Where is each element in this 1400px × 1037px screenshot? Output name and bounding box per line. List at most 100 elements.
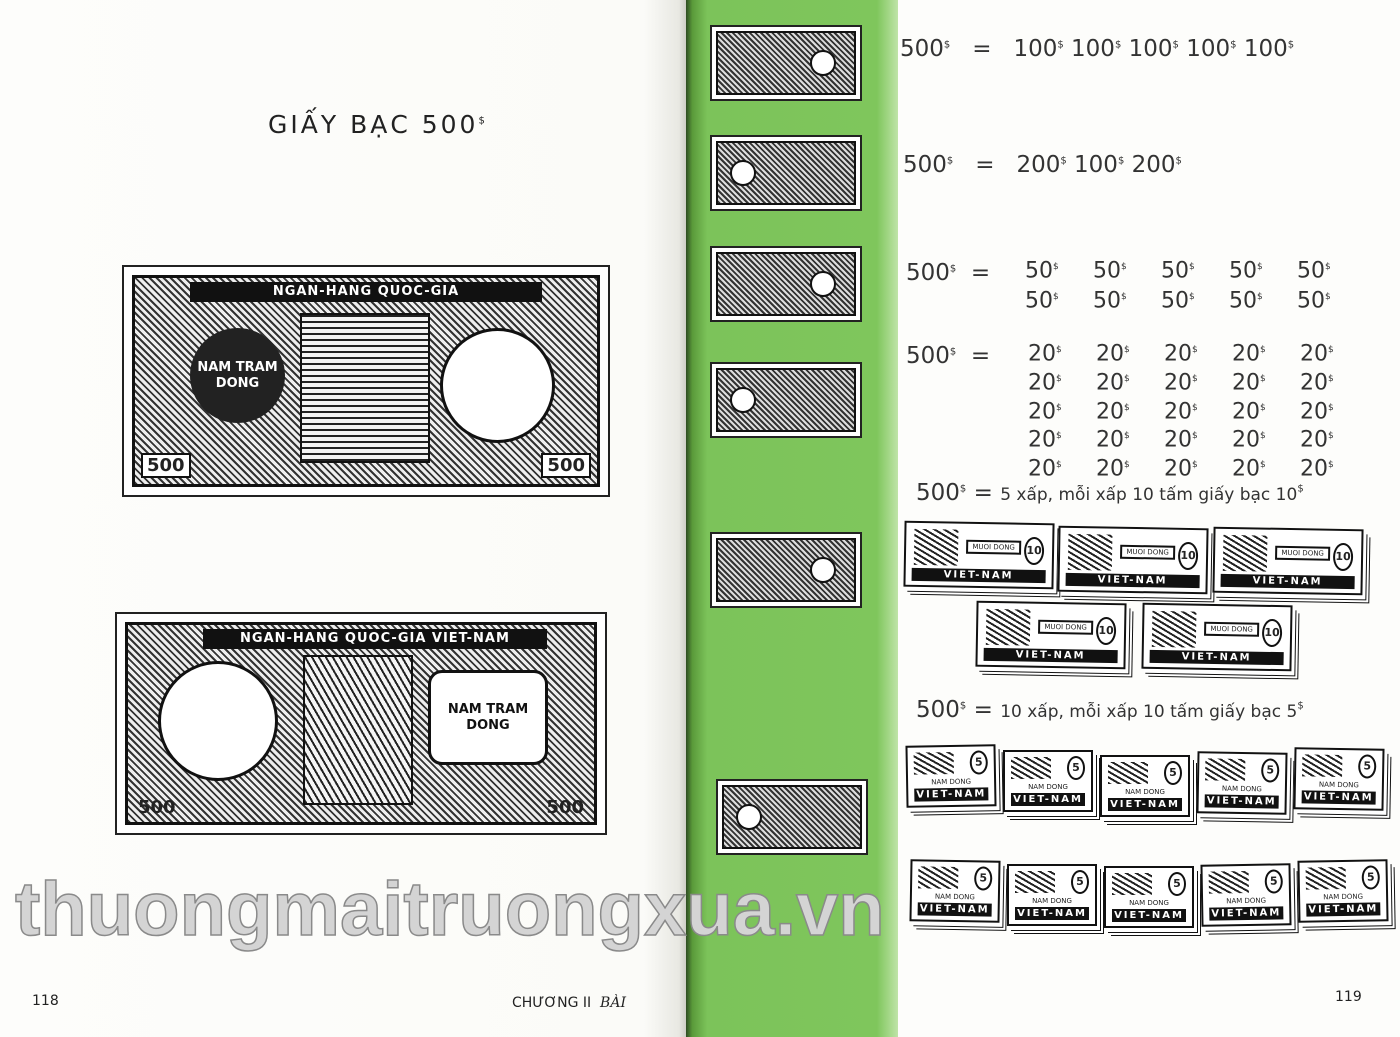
thumb-200-note xyxy=(716,779,868,855)
note-value: 50$ xyxy=(1229,288,1263,314)
note-value: 20$ xyxy=(1300,370,1334,396)
note-value: 20$ xyxy=(1028,427,1062,453)
farmer-illustration xyxy=(1151,610,1197,648)
page-number-left: 118 xyxy=(32,993,59,1009)
grid-50-notes: 50$50$50$50$50$50$50$50$50$50$ xyxy=(1025,254,1337,315)
note-value: 50$ xyxy=(1025,258,1059,284)
stack-label: VIET-NAM xyxy=(1220,573,1355,590)
note-value: 20$ xyxy=(1028,398,1062,424)
banknote-500-back: NGAN-HANG QUOC-GIA VIET-NAM NAM TRAM DON… xyxy=(115,612,607,835)
value-corner-left: 500 xyxy=(141,453,191,478)
stack-words: MUOI DONG xyxy=(1038,619,1094,635)
note-value: 20$ xyxy=(1164,370,1198,396)
farmer-illustration xyxy=(1015,871,1055,893)
stack-value: 10 xyxy=(1095,616,1117,646)
stack-value: 10 xyxy=(1023,536,1045,566)
stack-label: VIET-NAM xyxy=(1204,794,1279,809)
note-value: 20$ xyxy=(1232,456,1266,482)
equation-10s: 500$ = 5 xấp, mỗi xấp 10 tấm giấy bạc 10… xyxy=(916,480,1304,506)
left-page xyxy=(0,0,700,1037)
note-value: 50$ xyxy=(1025,288,1059,314)
grid-20-notes: 20$20$20$20$20$20$20$20$20$20$20$20$20$2… xyxy=(1028,338,1340,482)
stack-label: VIET-NAM xyxy=(1065,572,1200,589)
stack-words: MUOI DONG xyxy=(1204,621,1260,637)
denomination-panel: NAM TRAM DONG xyxy=(428,670,548,765)
thumb-200-note xyxy=(710,362,862,438)
farmer-illustration xyxy=(1112,873,1152,895)
value-corner-right: 500 xyxy=(541,453,591,478)
stack-label: VIET-NAM xyxy=(911,567,1046,584)
note-value: 20$ xyxy=(1164,427,1198,453)
farmer-illustration xyxy=(1305,866,1346,890)
stack-label: VIET-NAM xyxy=(1015,907,1089,920)
farmer-illustration xyxy=(918,866,959,890)
stack-value: 5 xyxy=(1264,869,1283,894)
note-value: 20$ xyxy=(1300,427,1334,453)
value-corner-right: 500 xyxy=(546,797,584,818)
stack-words: NAM DONG xyxy=(1032,897,1072,905)
farmer-illustration xyxy=(1302,754,1343,778)
note-value: 20$ xyxy=(1232,341,1266,367)
equation-20s-lhs: 500$ = xyxy=(906,343,991,369)
note-value: 20$ xyxy=(1096,398,1130,424)
stack-words: NAM DONG xyxy=(1125,788,1165,796)
farmer-illustration xyxy=(1205,758,1246,782)
stack-value: 10 xyxy=(1332,542,1354,572)
stack-value: 10 xyxy=(1261,618,1283,648)
stack-value: 5 xyxy=(969,750,988,775)
stack-value: 5 xyxy=(1071,870,1089,894)
equation-200s: 500$ = 200$ 100$ 200$ xyxy=(903,152,1182,178)
thumb-100-note xyxy=(710,246,862,322)
stack-label: VIET-NAM xyxy=(1108,798,1182,811)
stack-value: 5 xyxy=(1261,758,1280,783)
note-value: 20$ xyxy=(1028,341,1062,367)
farmer-illustration xyxy=(913,751,954,775)
farmer-illustration xyxy=(1067,533,1113,571)
note-value: 50$ xyxy=(1093,258,1127,284)
banknote-500-front: NGAN-HANG QUOC-GIA NAM TRAM DONG 500 500 xyxy=(122,265,610,497)
thumb-200-note xyxy=(710,135,862,211)
equation-100s: 500$ = 100$ 100$ 100$ 100$ 100$ xyxy=(900,36,1295,62)
equation-50s-lhs: 500$ = xyxy=(906,260,991,286)
note-value: 20$ xyxy=(1232,370,1266,396)
note-value: 50$ xyxy=(1161,258,1195,284)
stack-label: VIET-NAM xyxy=(914,787,989,802)
farmer-illustration xyxy=(913,528,959,566)
denomination-medallion: NAM TRAM DONG xyxy=(190,328,285,423)
note-value: 20$ xyxy=(1028,456,1062,482)
note-value: 50$ xyxy=(1229,258,1263,284)
running-head: CHƯƠNG II BÀI xyxy=(512,995,626,1011)
thumb-100-note xyxy=(710,532,862,608)
stack-value: 5 xyxy=(1358,754,1377,779)
stack-words: NAM DONG xyxy=(1028,783,1068,791)
farmer-illustration xyxy=(985,608,1031,646)
farmer-illustration xyxy=(1222,534,1268,572)
note-value: 20$ xyxy=(1300,341,1334,367)
stack-value: 5 xyxy=(974,866,993,891)
stack-value: 5 xyxy=(1067,756,1085,780)
stack-label: VIET-NAM xyxy=(1301,790,1376,805)
value-corner-left: 500 xyxy=(138,797,176,818)
note-value: 20$ xyxy=(1164,398,1198,424)
watermark-text: thuongmaitruongxua.vn xyxy=(14,867,885,952)
note-value: 20$ xyxy=(1300,456,1334,482)
note-value: 50$ xyxy=(1093,288,1127,314)
stack-label: VIET-NAM xyxy=(1306,902,1381,917)
stack-words: MUOI DONG xyxy=(1275,545,1331,561)
farmer-illustration xyxy=(1208,870,1249,894)
note-value: 20$ xyxy=(1096,370,1130,396)
stack-value: 5 xyxy=(1164,761,1182,785)
note-value: 20$ xyxy=(1232,427,1266,453)
page-title: GIẤY BẠC 500$ xyxy=(268,110,488,139)
note-value: 20$ xyxy=(1028,370,1062,396)
thumb-100-note xyxy=(710,25,862,101)
bank-name: NGAN-HANG QUOC-GIA VIET-NAM xyxy=(202,629,548,649)
watermark-circle xyxy=(158,661,278,781)
